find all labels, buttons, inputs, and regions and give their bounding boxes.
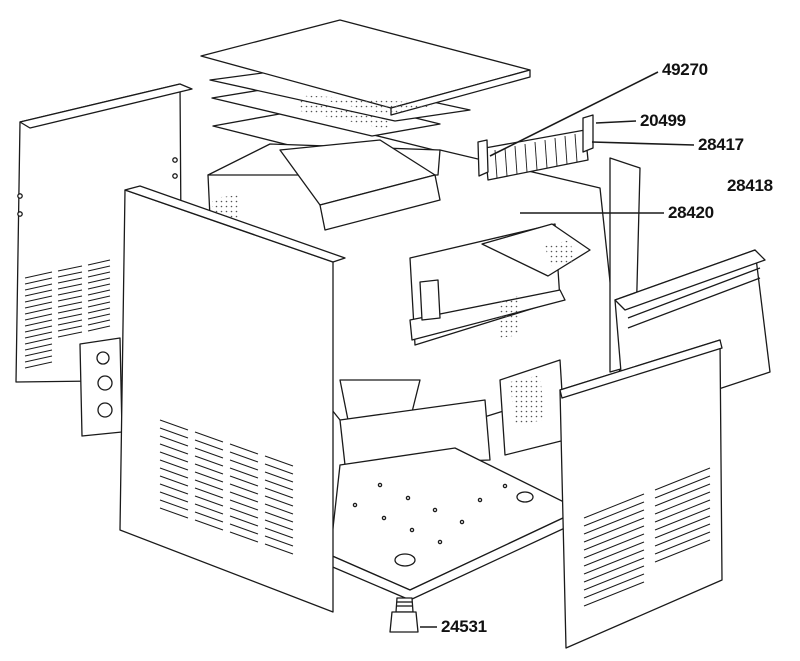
drain-fitting	[389, 597, 419, 633]
top-cover	[200, 19, 531, 116]
base-plate	[327, 447, 583, 601]
rear-connection-plate	[79, 337, 123, 437]
callout-24531: 24531	[441, 617, 487, 636]
leader-49270	[489, 71, 659, 157]
callout-28420: 28420	[668, 203, 714, 222]
callout-28417: 28417	[698, 135, 744, 154]
leader-28417	[591, 141, 695, 146]
front-panel-right	[559, 339, 723, 649]
leader-20499	[595, 120, 637, 124]
baffle-49270	[484, 129, 589, 181]
bracket-20499	[477, 114, 594, 177]
callout-28418: 28418	[727, 176, 773, 195]
front-panel-left	[119, 185, 346, 613]
callout-20499: 20499	[640, 111, 686, 130]
callout-49270: 49270	[662, 60, 708, 79]
leader-lines	[420, 71, 695, 628]
